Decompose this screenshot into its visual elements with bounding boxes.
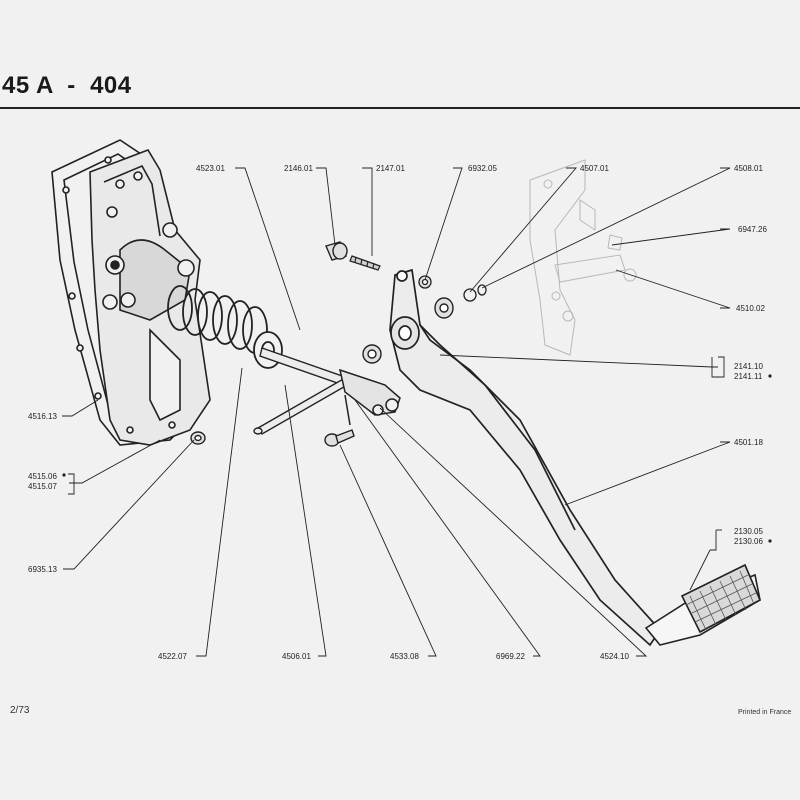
label-4523-01: 4523.01 [196, 164, 225, 173]
label-2130-05: 2130.05 [734, 527, 763, 536]
mounting-bracket [62, 149, 211, 446]
label-2147-01: 2147.01 [376, 164, 405, 173]
pedal-pad [644, 563, 762, 646]
label-4524-10: 4524.10 [600, 652, 629, 661]
clevis-yoke [338, 368, 401, 426]
bushing-2146 [325, 241, 348, 261]
bushing-2141 [362, 297, 454, 364]
leader-lines [62, 167, 731, 657]
variant-dot-2130-06 [768, 539, 772, 543]
reference-assembly-ghost [529, 159, 637, 356]
washer-6932 [418, 275, 432, 289]
label-4507-01: 4507.01 [580, 164, 609, 173]
label-4506-01: 4506.01 [282, 652, 311, 661]
label-4516-13: 4516.13 [28, 412, 57, 421]
printed-in-note: Printed in France [738, 709, 792, 716]
variant-dot-2141-11 [768, 374, 772, 378]
screw-2147 [349, 255, 381, 271]
label-6935-13: 6935.13 [28, 565, 57, 574]
label-2141-10: 2141.10 [734, 362, 763, 371]
nut-6935 [190, 431, 206, 445]
label-6947-26: 6947.26 [738, 225, 767, 234]
label-6969-22: 6969.22 [496, 652, 525, 661]
label-4501-18: 4501.18 [734, 438, 763, 447]
label-4515-07: 4515.07 [28, 482, 57, 491]
page-title: 45 A - 404 [2, 72, 132, 99]
part-labels: 4523.01 2146.01 2147.01 6932.05 4507.01 … [28, 164, 772, 661]
label-2141-11: 2141.11 [734, 372, 763, 381]
label-4508-01: 4508.01 [734, 164, 763, 173]
label-2146-01: 2146.01 [284, 164, 313, 173]
page-number: 2/73 [10, 705, 30, 716]
label-2130-06: 2130.06 [734, 537, 763, 546]
label-6932-05: 6932.05 [468, 164, 497, 173]
label-4515-06: 4515.06 [28, 472, 57, 481]
frame-top-rule [0, 107, 800, 109]
variant-dot-4515-06 [62, 473, 66, 477]
label-4510-02: 4510.02 [736, 304, 765, 313]
clevis-bolt [324, 429, 355, 447]
pedal-arm [389, 268, 662, 647]
label-4522-07: 4522.07 [158, 652, 187, 661]
ring-4507 [463, 284, 487, 302]
label-4533-08: 4533.08 [390, 652, 419, 661]
